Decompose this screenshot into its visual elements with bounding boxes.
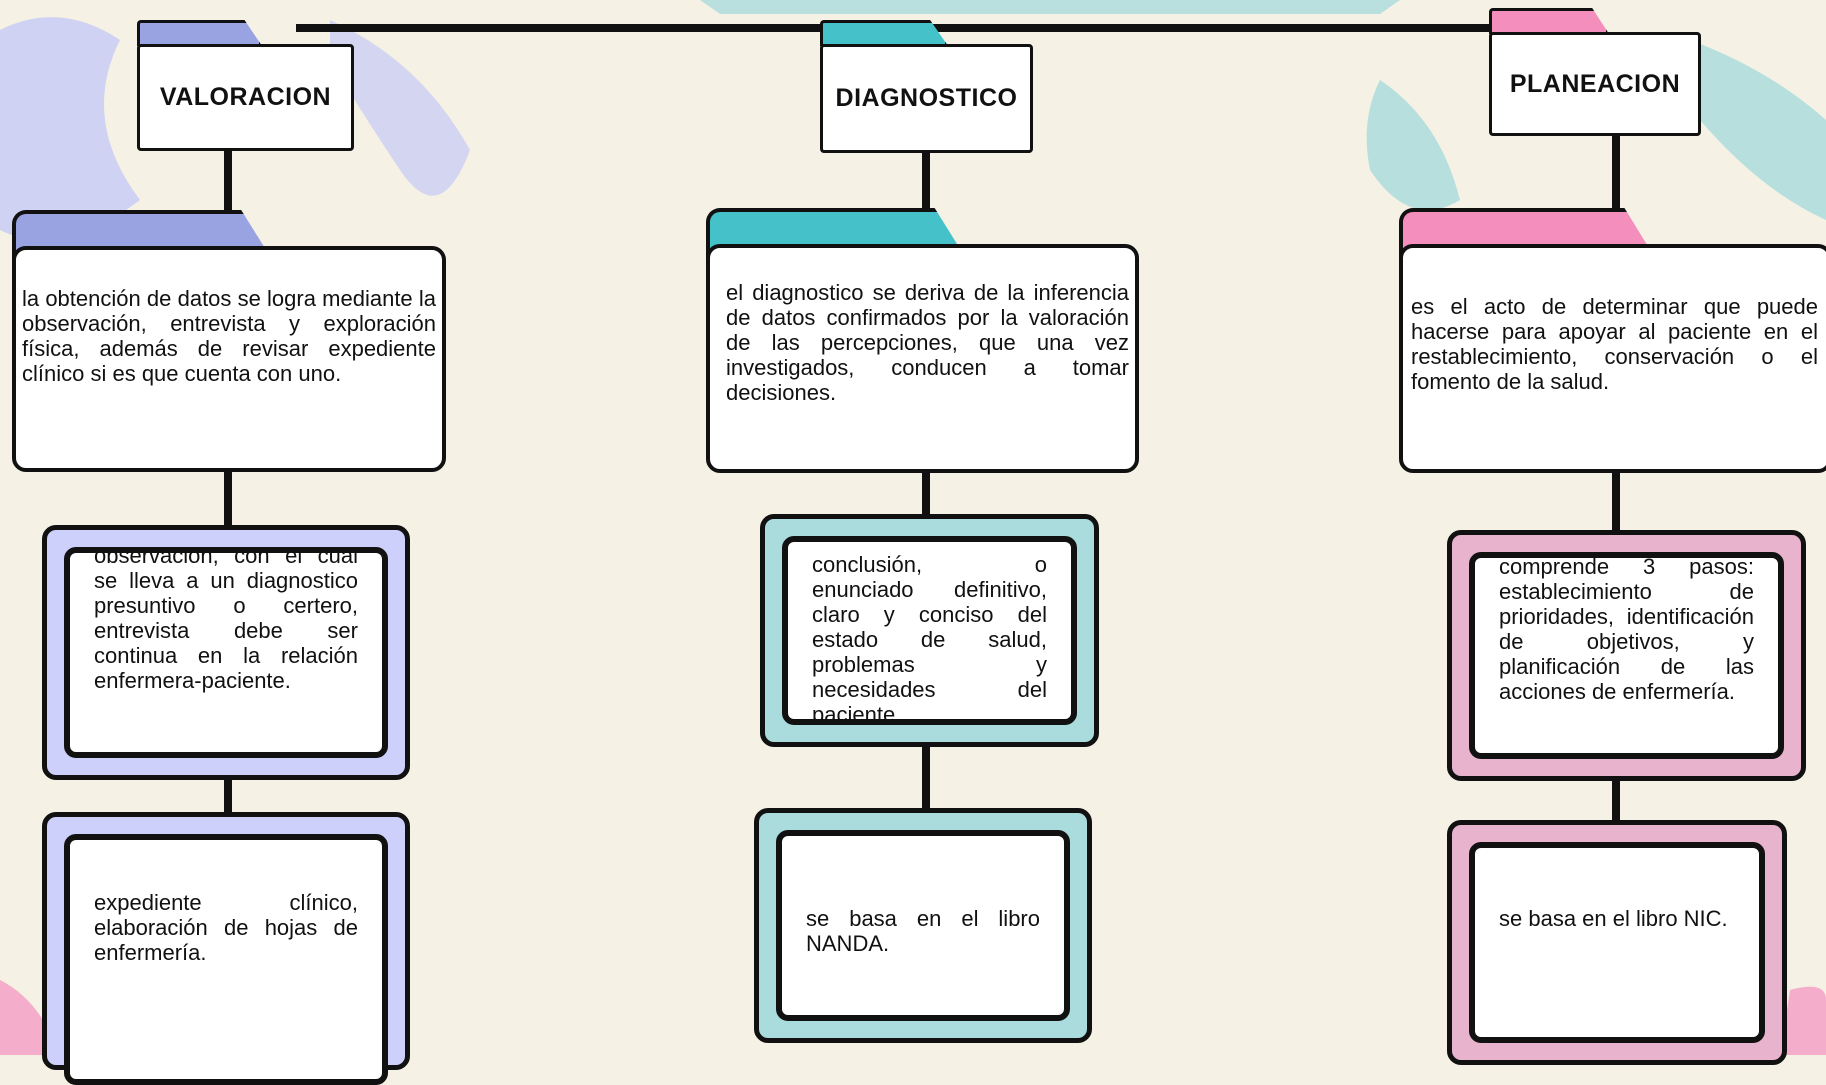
description-card-valoracion: la obtención de datos se logra mediante … xyxy=(12,210,446,472)
detail-inner-box: se basa en el libro NIC. xyxy=(1469,842,1765,1043)
folder-body xyxy=(706,244,1139,473)
folder-body xyxy=(1399,244,1826,473)
detail-text: comprende 3 pasos: establecimiento de pr… xyxy=(1499,554,1754,704)
header-title: DIAGNOSTICO xyxy=(820,44,1033,153)
background-decoration xyxy=(0,0,1826,1055)
detail-text: expediente clínico, elaboración de hojas… xyxy=(94,890,358,965)
detail-text: conclusión, o enunciado definitivo, clar… xyxy=(812,552,1047,725)
description-text: el diagnostico se deriva de la inferenci… xyxy=(726,280,1129,405)
header-title: PLANEACION xyxy=(1489,32,1701,136)
detail-box-diagnostico-1: conclusión, o enunciado definitivo, clar… xyxy=(760,514,1099,747)
detail-text: se basa en el libro NIC. xyxy=(1499,906,1728,931)
detail-inner-box: conclusión, o enunciado definitivo, clar… xyxy=(782,536,1077,725)
detail-inner-box: observación, con el cual se lleva a un d… xyxy=(64,547,388,758)
detail-inner-box: comprende 3 pasos: establecimiento de pr… xyxy=(1469,552,1784,759)
header-planeacion: PLANEACION xyxy=(1489,8,1701,136)
detail-box-diagnostico-2: se basa en el libro NANDA. xyxy=(754,808,1092,1043)
detail-inner-box: expediente clínico, elaboración de hojas… xyxy=(64,834,388,1085)
folder-tab xyxy=(1489,8,1609,34)
detail-text: observación, con el cual se lleva a un d… xyxy=(94,547,358,693)
detail-box-valoracion-2: expediente clínico, elaboración de hojas… xyxy=(42,812,410,1085)
detail-box-planeacion-1: comprende 3 pasos: establecimiento de pr… xyxy=(1447,530,1806,781)
header-valoracion: VALORACION xyxy=(137,20,354,151)
description-card-diagnostico: el diagnostico se deriva de la inferenci… xyxy=(706,208,1139,473)
folder-body xyxy=(12,246,446,472)
detail-box-valoracion-1: observación, con el cual se lleva a un d… xyxy=(42,525,410,780)
detail-box-planeacion-2: se basa en el libro NIC. xyxy=(1447,820,1787,1065)
detail-inner-box: se basa en el libro NANDA. xyxy=(776,830,1070,1021)
folder-tab xyxy=(137,20,262,46)
detail-text: se basa en el libro NANDA. xyxy=(806,906,1040,956)
header-diagnostico: DIAGNOSTICO xyxy=(820,20,1033,153)
folder-tab xyxy=(820,20,948,46)
description-text: es el acto de determinar que puede hacer… xyxy=(1411,294,1818,394)
description-card-planeacion: es el acto de determinar que puede hacer… xyxy=(1399,208,1826,473)
header-title: VALORACION xyxy=(137,44,354,151)
description-text: la obtención de datos se logra mediante … xyxy=(22,286,436,386)
